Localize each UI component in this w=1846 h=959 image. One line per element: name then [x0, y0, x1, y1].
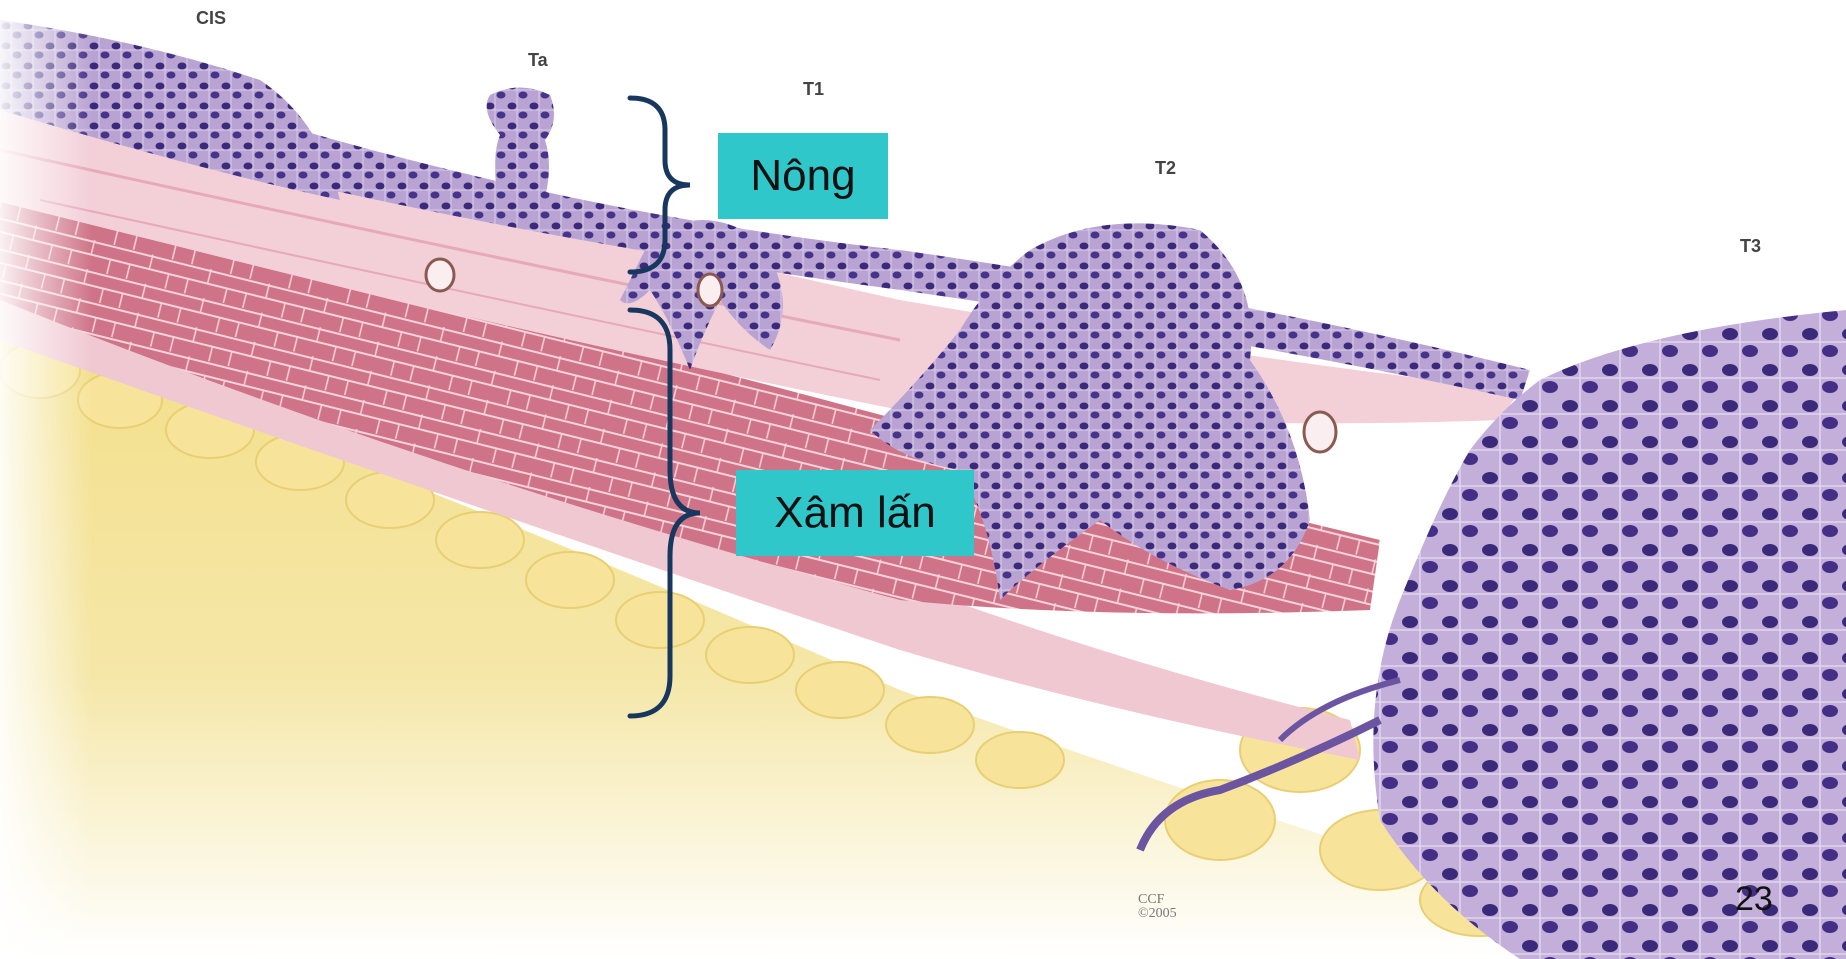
- slide-number: 23: [1735, 880, 1773, 919]
- stage-label-t1: T1: [803, 79, 824, 100]
- stage-label-ta: Ta: [528, 50, 548, 71]
- invasive-callout: Xâm lấn: [736, 470, 974, 556]
- copyright-watermark: CCF ©2005: [1138, 893, 1177, 921]
- watermark-year: ©2005: [1138, 907, 1177, 921]
- stage-label-t3: T3: [1740, 236, 1761, 257]
- superficial-callout: Nông: [718, 133, 888, 219]
- stage-label-cis: CIS: [196, 8, 226, 29]
- stage-label-t2: T2: [1155, 158, 1176, 179]
- watermark-org: CCF: [1138, 893, 1177, 907]
